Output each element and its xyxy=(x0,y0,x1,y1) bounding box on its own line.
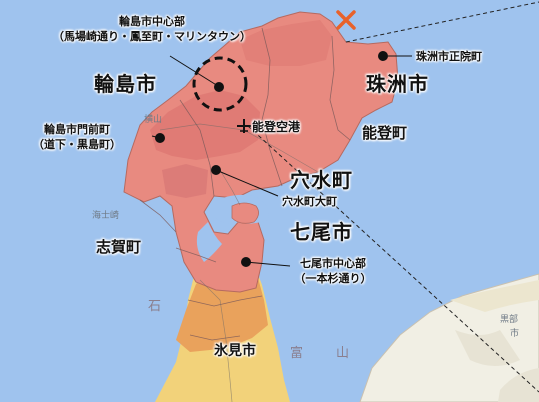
epicenter-x-icon xyxy=(336,10,356,30)
label-himi-city: 氷見市 xyxy=(214,343,256,359)
label-anamizu-town: 穴水町 xyxy=(290,168,353,192)
label-noto-town: 能登町 xyxy=(362,124,408,142)
wajima-monzen-marker xyxy=(155,133,165,143)
mainland-hills-2 xyxy=(498,368,539,402)
airport-icon xyxy=(237,119,251,133)
suzu-shoin-marker xyxy=(378,51,388,61)
wajima-center-highlight-circle xyxy=(192,56,248,112)
annotation-suzu-shoin: 珠洲市正院町 xyxy=(416,50,482,63)
label-shika-town: 志賀町 xyxy=(96,238,142,256)
annotation-nanao-center-line2: （一本杉通り） xyxy=(294,272,372,285)
municipal-boundaries xyxy=(139,27,351,341)
basemap-label-kaito: 海士崎 xyxy=(92,211,120,221)
basemap-label-toyama: 富 xyxy=(290,346,304,361)
basemap-label-kurobe: 市 xyxy=(510,329,520,339)
annotation-wajima-monzen: 輪島市門前町 （道下・黒島町） xyxy=(18,122,136,152)
annotation-wajima-monzen-line2: （道下・黒島町） xyxy=(33,138,121,151)
basemap-label-yokoyama: 横山 xyxy=(144,115,163,125)
intensity-zone-high xyxy=(123,11,399,293)
mainland-east-shade xyxy=(450,280,539,312)
annotation-nanao-center-line1: 七尾市中心部 xyxy=(300,257,366,270)
fault-line-north xyxy=(345,1,539,43)
annotation-wajima-center: 輪島市中心部 （馬場崎通り・鳳至町・マリンタウン） xyxy=(42,14,262,44)
nanao-center-marker xyxy=(241,257,251,267)
mainland-hills xyxy=(455,330,520,366)
label-noto-airport: 能登空港 xyxy=(252,120,301,134)
basemap-label-ishi: 石 xyxy=(148,299,162,314)
basemap-label-yama: 山 xyxy=(336,346,350,361)
annotation-wajima-monzen-line1: 輪島市門前町 xyxy=(44,123,110,136)
label-wajima-city: 輪島市 xyxy=(94,72,157,96)
basemap-label-hairi: 黒部 xyxy=(500,315,519,325)
annotation-nanao-center: 七尾市中心部 （一本杉通り） xyxy=(288,256,378,286)
annotation-wajima-center-line1: 輪島市中心部 xyxy=(119,15,185,28)
fault-line-south xyxy=(247,125,539,393)
nanao-bay-west xyxy=(196,222,222,262)
label-suzu-city: 珠洲市 xyxy=(366,72,429,96)
notojima-island xyxy=(231,202,259,224)
intensity-core-mid xyxy=(162,164,208,198)
annotation-anamizu-omachi: 穴水町大町 xyxy=(282,195,337,208)
wajima-center-marker xyxy=(214,82,224,92)
label-nanao-city: 七尾市 xyxy=(290,220,353,244)
anamizu-omachi-marker xyxy=(211,165,221,175)
annotation-wajima-center-line2: （馬場崎通り・鳳至町・マリンタウン） xyxy=(53,30,251,43)
